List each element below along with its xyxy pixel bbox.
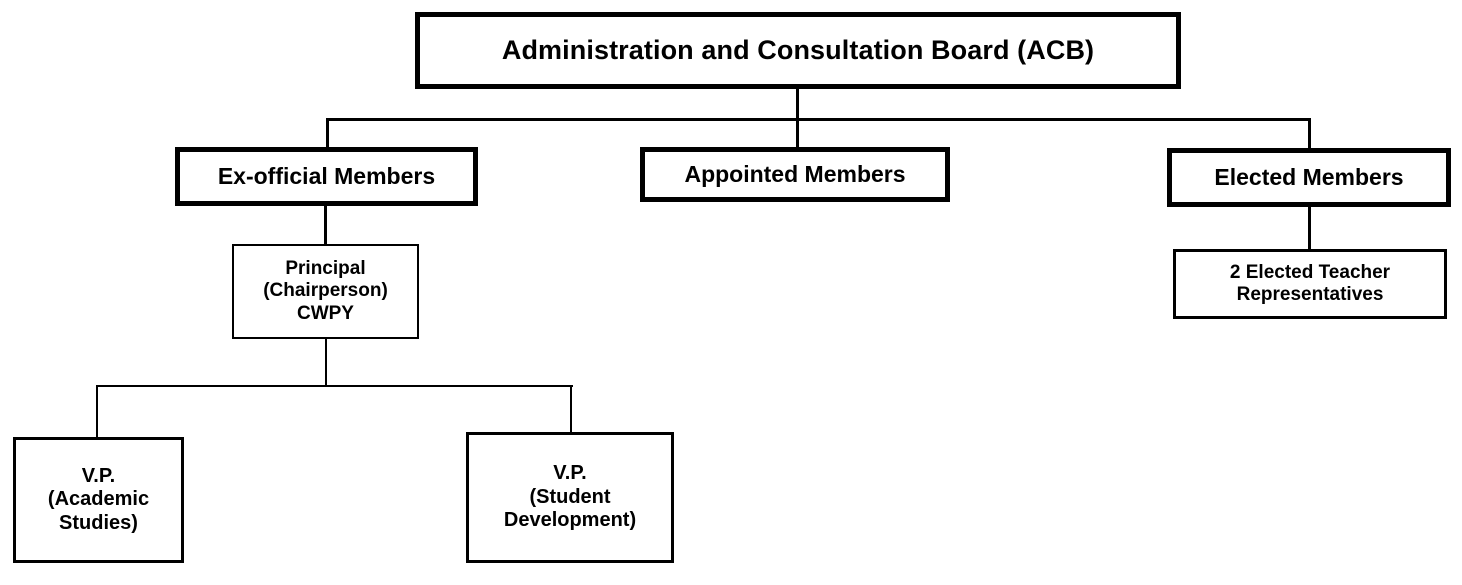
node-vp-student-development[interactable]: V.P. (Student Development) [466,432,674,563]
node-ex-official-members[interactable]: Ex-official Members [175,147,478,206]
connector-to-appointed [796,118,799,149]
node-elected-members[interactable]: Elected Members [1167,148,1451,207]
connector-root-stem [796,88,799,121]
node-elected-teacher-representatives-label: 2 Elected Teacher Representatives [1229,261,1391,305]
connector-tier1-bus [326,118,1311,121]
node-vp-student-development-label: V.P. (Student Development) [503,462,637,532]
node-vp-academic-studies[interactable]: V.P. (Academic Studies) [13,437,184,563]
node-principal-chairperson[interactable]: Principal (Chairperson) CWPY [232,244,419,339]
node-root-acb[interactable]: Administration and Consultation Board (A… [415,12,1181,89]
connector-to-vp-academic [96,385,98,437]
connector-ex-official-to-principal [324,205,327,245]
node-root-acb-label: Administration and Consultation Board (A… [501,34,1095,65]
connector-to-vp-student [570,385,572,432]
connector-elected-to-teacher-reps [1308,206,1311,250]
node-appointed-members[interactable]: Appointed Members [640,147,950,202]
node-ex-official-members-label: Ex-official Members [217,162,436,189]
node-appointed-members-label: Appointed Members [684,160,906,187]
connector-to-elected [1308,118,1311,149]
node-elected-members-label: Elected Members [1214,163,1404,190]
connector-to-ex-official [326,118,329,149]
connector-principal-stem [325,338,327,386]
node-principal-chairperson-label: Principal (Chairperson) CWPY [263,257,388,324]
node-elected-teacher-representatives[interactable]: 2 Elected Teacher Representatives [1173,249,1447,319]
node-vp-academic-studies-label: V.P. (Academic Studies) [47,464,150,534]
connector-vp-bus [96,385,573,387]
